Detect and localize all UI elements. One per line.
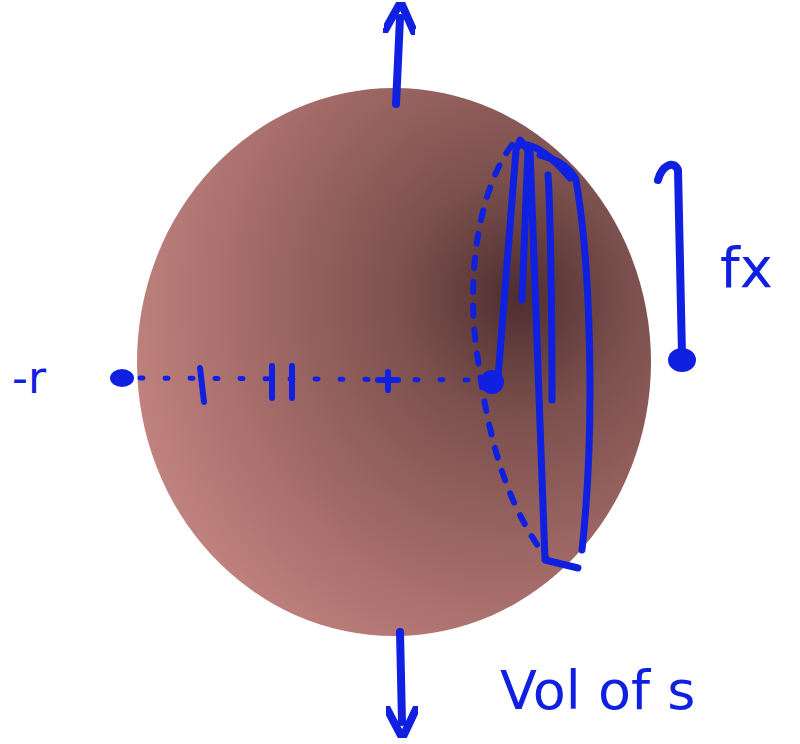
sketch-label: -r (12, 356, 46, 400)
sphere (137, 88, 651, 636)
axis-arrow-up (396, 18, 400, 104)
axis-arrow-down (400, 632, 402, 722)
center-dot (480, 370, 504, 394)
radius-dots (140, 378, 470, 380)
left-dot (110, 369, 134, 387)
height-bracket (658, 165, 682, 355)
sketch-label: fx (720, 240, 773, 296)
slice-sketch (498, 140, 590, 568)
right-dot (668, 348, 696, 372)
slice-top (520, 145, 570, 178)
tick-marks (200, 366, 398, 402)
sketch-label: Vol of s (500, 664, 695, 718)
